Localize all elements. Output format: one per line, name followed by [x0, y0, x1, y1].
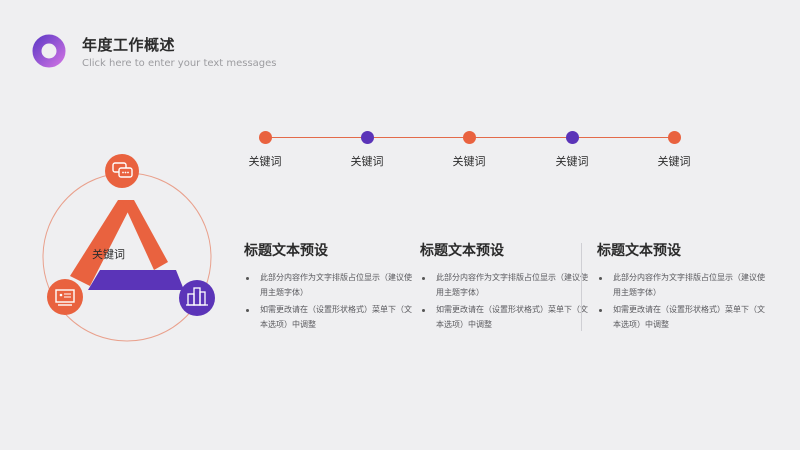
- timeline-dot: [462, 131, 476, 144]
- column-bullets: 此部分内容作为文字排版占位显示（建议使用主题字体） 如需更改请在（设置形状格式）…: [597, 270, 767, 332]
- triangle-diagram: [42, 154, 215, 342]
- text-column-2: 标题文本预设 此部分内容作为文字排版占位显示（建议使用主题字体） 如需更改请在（…: [420, 240, 590, 334]
- text-column-1: 标题文本预设 此部分内容作为文字排版占位显示（建议使用主题字体） 如需更改请在（…: [244, 240, 414, 334]
- bullet-item: 此部分内容作为文字排版占位显示（建议使用主题字体）: [244, 270, 414, 300]
- timeline-dot: [258, 131, 272, 144]
- bullet-item: 如需更改请在（设置形状格式）菜单下（文本选项）中调整: [597, 302, 767, 332]
- text-column-3: 标题文本预设 此部分内容作为文字排版占位显示（建议使用主题字体） 如需更改请在（…: [597, 240, 767, 334]
- outer-circle: [42, 172, 212, 342]
- bullet-item: 此部分内容作为文字排版占位显示（建议使用主题字体）: [420, 270, 590, 300]
- column-divider: [581, 243, 582, 331]
- timeline-label: 关键词: [350, 155, 384, 168]
- buildings-icon: [179, 280, 215, 316]
- timeline-dot: [360, 131, 374, 144]
- logo-ring-icon: [32, 34, 66, 68]
- page-title: 年度工作概述: [82, 36, 176, 54]
- page-subtitle: Click here to enter your text messages: [82, 58, 277, 69]
- bullet-item: 如需更改请在（设置形状格式）菜单下（文本选项）中调整: [420, 302, 590, 332]
- timeline-dot: [565, 131, 579, 144]
- triangle-right-side: [122, 200, 168, 270]
- timeline-label: 关键词: [657, 155, 691, 168]
- column-title: 标题文本预设: [597, 243, 681, 259]
- presentation-icon: [47, 279, 83, 315]
- timeline-label: 关键词: [452, 155, 486, 168]
- column-title: 标题文本预设: [420, 243, 504, 259]
- timeline-label: 关键词: [248, 155, 282, 168]
- bullet-item: 如需更改请在（设置形状格式）菜单下（文本选项）中调整: [244, 302, 414, 332]
- triangle-left-side: [70, 200, 134, 286]
- chat-icon: [105, 154, 139, 188]
- timeline-dot: [667, 131, 681, 144]
- timeline-line: [265, 137, 675, 138]
- diagram-center-label: 关键词: [92, 248, 125, 261]
- column-title: 标题文本预设: [244, 243, 328, 259]
- timeline-label: 关键词: [555, 155, 589, 168]
- triangle-bottom-side: [88, 270, 184, 290]
- column-bullets: 此部分内容作为文字排版占位显示（建议使用主题字体） 如需更改请在（设置形状格式）…: [420, 270, 590, 332]
- column-bullets: 此部分内容作为文字排版占位显示（建议使用主题字体） 如需更改请在（设置形状格式）…: [244, 270, 414, 332]
- bullet-item: 此部分内容作为文字排版占位显示（建议使用主题字体）: [597, 270, 767, 300]
